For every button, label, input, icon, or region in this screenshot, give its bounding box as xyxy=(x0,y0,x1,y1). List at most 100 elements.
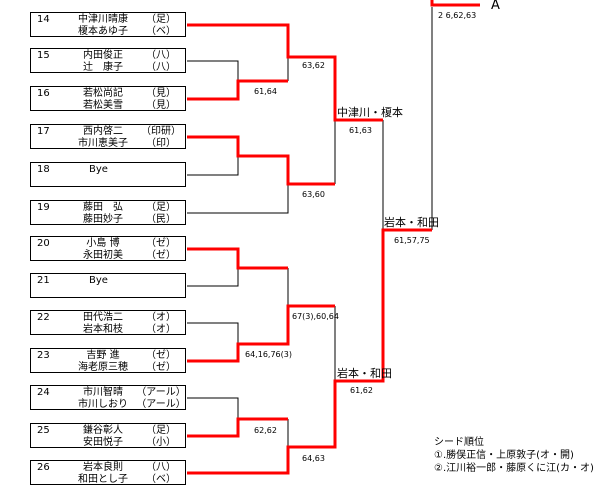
player-name: 若松尚記 xyxy=(83,88,123,99)
player-row: 永田初美 （ゼ） xyxy=(31,250,185,262)
player-club: （民） xyxy=(146,214,176,225)
entry-box: 17 西内啓二 （印研） 市川恵美子 （印） xyxy=(30,124,186,149)
score-r1-24-25: 62,62 xyxy=(254,426,277,435)
player-name: 小島 博 xyxy=(86,238,120,249)
player-name: 吉野 進 xyxy=(86,350,120,361)
player-name: 中津川晴康 xyxy=(78,14,128,25)
score-r1-15-16: 61,64 xyxy=(254,87,277,96)
player-name: 西内啓二 xyxy=(83,126,123,137)
entry-box: 18 Bye xyxy=(30,162,186,187)
entry-number: 23 xyxy=(37,350,50,361)
seed-title: シード順位 xyxy=(434,437,484,448)
player-name: 市川しおり xyxy=(78,399,128,410)
player-name: 内田俊正 xyxy=(83,50,123,61)
player-row: 鎌谷彰人 （足） xyxy=(31,425,185,437)
entry-number: 19 xyxy=(37,202,50,213)
player-club: （八） xyxy=(146,462,176,473)
player-name: 安田悦子 xyxy=(83,437,123,448)
score-r2-top: 63,62 xyxy=(302,61,325,70)
player-name: 鎌谷彰人 xyxy=(83,425,123,436)
score-semi: 61,57,75 xyxy=(394,236,430,245)
winner-r3-bottom: 岩本・和田 xyxy=(337,367,392,380)
entry-number: 14 xyxy=(37,14,50,25)
player-club: （見） xyxy=(146,100,176,111)
entry-number: 26 xyxy=(37,462,50,473)
player-club: （オ） xyxy=(146,312,176,323)
seed-ranking: シード順位 ①.勝俣正信・上原敦子(オ・開) ②.江川裕一郎・藤原くに江(カ・オ… xyxy=(434,436,594,475)
player-club: （八） xyxy=(146,50,176,61)
entry-number: 15 xyxy=(37,50,50,61)
score-final: 2 6,62,63 xyxy=(438,11,477,20)
player-row: 藤田妙子 （民） xyxy=(31,214,185,226)
entry-number: 22 xyxy=(37,312,50,323)
player-club: （ゼ） xyxy=(146,350,176,361)
entry-number: 17 xyxy=(37,126,50,137)
player-name: 藤田妙子 xyxy=(83,214,123,225)
score-r2-20-23: 67(3),60,64 xyxy=(292,312,339,321)
player-row: 市川智晴（アール） xyxy=(31,387,186,399)
player-row: 吉野 進 （ゼ） xyxy=(31,350,185,362)
bye-label: Bye xyxy=(89,164,108,175)
score-r2-17-19: 63,60 xyxy=(302,190,325,199)
player-name: 若松美雪 xyxy=(83,100,123,111)
entry-box: 20 小島 博 （ゼ） 永田初美 （ゼ） xyxy=(30,236,186,261)
player-club: （ベ） xyxy=(146,26,176,37)
player-row: 中津川晴康 （足） xyxy=(31,14,185,26)
player-club: （八） xyxy=(146,62,176,73)
final-target-label: A xyxy=(491,0,500,13)
score-r2-25-26: 64,63 xyxy=(302,454,325,463)
entry-number: 20 xyxy=(37,238,50,249)
player-club: （ゼ） xyxy=(146,238,176,249)
player-club: （足） xyxy=(146,202,176,213)
player-name: 岩本良則 xyxy=(83,462,123,473)
player-name: 永田初美 xyxy=(83,250,123,261)
player-row: 安田悦子 （小） xyxy=(31,437,185,449)
seed-item-1: ①.勝俣正信・上原敦子(オ・開) xyxy=(434,450,574,461)
player-row: 若松尚記（見） xyxy=(31,88,185,100)
entry-box: 21 Bye xyxy=(30,273,186,298)
winner-semi: 岩本・和田 xyxy=(384,216,439,229)
player-club: （印研） xyxy=(141,126,181,137)
player-name: 辻 康子 xyxy=(83,62,123,73)
entry-box: 22 田代浩二 （オ） 岩本和枝 （オ） xyxy=(30,310,186,335)
player-row: 岩本良則 （八） xyxy=(31,462,185,474)
player-row: 若松美雪 （見） xyxy=(31,100,185,112)
score-r3-top: 61,63 xyxy=(349,126,372,135)
entry-box: 25 鎌谷彰人 （足） 安田悦子 （小） xyxy=(30,423,186,448)
player-club: （アール） xyxy=(136,399,186,410)
player-club: （オ） xyxy=(146,324,176,335)
player-name: 和田とし子 xyxy=(78,474,128,485)
entry-number: 21 xyxy=(37,275,50,286)
player-name: 市川智晴 xyxy=(83,387,123,398)
player-club: （ゼ） xyxy=(146,250,176,261)
player-row: 市川しおり （アール） xyxy=(31,399,186,411)
player-club: （印） xyxy=(146,138,176,149)
bye-label: Bye xyxy=(89,275,108,286)
score-r1-22-23: 64,16,76(3) xyxy=(245,350,292,359)
player-name: 岩本和枝 xyxy=(83,324,123,335)
entry-number: 25 xyxy=(37,425,50,436)
player-row: 岩本和枝 （オ） xyxy=(31,324,185,336)
player-row: 小島 博 （ゼ） xyxy=(31,238,185,250)
score-r3-bottom: 61,62 xyxy=(350,386,373,395)
entry-number: 24 xyxy=(37,387,50,398)
player-name: 榎本あゆ子 xyxy=(78,26,128,37)
player-name: 市川恵美子 xyxy=(78,138,128,149)
entry-number: 18 xyxy=(37,164,50,175)
player-club: （小） xyxy=(146,437,176,448)
player-name: 田代浩二 xyxy=(83,312,123,323)
player-club: （足） xyxy=(146,425,176,436)
player-row: 田代浩二 （オ） xyxy=(31,312,185,324)
entry-box: 15 内田俊正 （八） 辻 康子 （八） xyxy=(30,48,186,73)
player-club: （足） xyxy=(146,14,176,25)
player-row: 藤田 弘（足） xyxy=(31,202,185,214)
player-club: （ゼ） xyxy=(146,362,176,373)
player-row: 和田とし子（ベ） xyxy=(31,474,185,486)
player-row: 榎本あゆ子 （ベ） xyxy=(31,26,185,38)
player-row: 西内啓二 （印研） xyxy=(31,126,185,138)
